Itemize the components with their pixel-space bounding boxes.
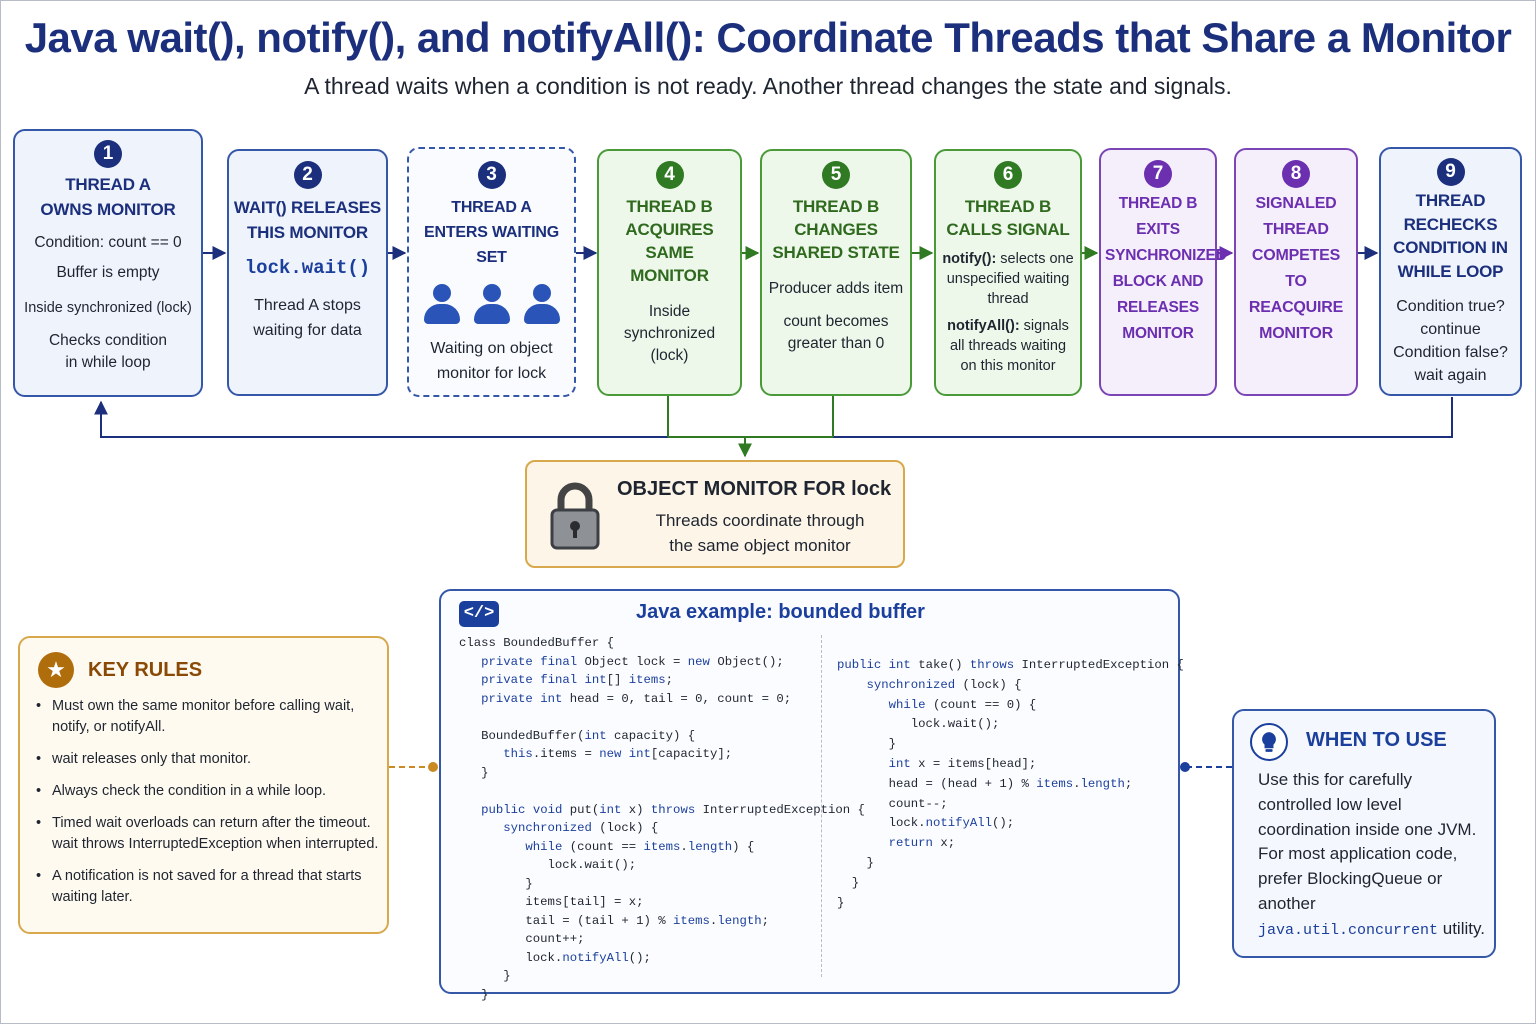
step-3-line-2: monitor for lock [436, 365, 547, 382]
code-example-panel: </> Java example: bounded buffer class B… [439, 589, 1184, 1002]
step-5-line-3: greater than 0 [787, 335, 885, 352]
step-1-sync: Inside synchronized (lock) [24, 300, 192, 316]
step-4-title: THREAD B [626, 197, 713, 216]
step-5-line-1: Producer adds item [768, 280, 904, 297]
step-6-notifyall: notifyAll(): signals all threads waiting… [947, 318, 1069, 374]
step-9-line-3: Condition false? [1393, 344, 1508, 361]
rule-item: Always check the condition in a while lo… [34, 781, 379, 802]
rule-item: A notification is not saved for a thread… [34, 866, 379, 908]
person-icon [473, 284, 510, 326]
loop-back-arrow [94, 397, 1453, 438]
waiting-threads-group [413, 284, 570, 326]
step-1-check: Checks condition [48, 332, 168, 349]
step-9-line-1: Condition true? [1396, 298, 1505, 315]
step-2-title: WAIT() RELEASES [233, 198, 382, 217]
step-1-condition: Condition: count == 0 [34, 234, 182, 251]
step-4-line-2: synchronized (lock) [623, 325, 716, 364]
key-rules-title: KEY RULES [88, 658, 203, 681]
step-1-title: THREAD A [65, 175, 151, 194]
code-example-title: Java example: bounded buffer [636, 601, 925, 623]
star-icon: ★ [38, 652, 74, 688]
page-subtitle: A thread waits when a condition is not r… [304, 73, 1232, 99]
code-icon: </> [459, 601, 499, 627]
rule-item: Must own the same monitor before calling… [34, 696, 379, 738]
page-title: Java wait(), notify(), and notifyAll(): … [24, 14, 1512, 61]
step-1-loop: in while loop [65, 354, 151, 371]
code-block-put: class BoundedBuffer { private final Obje… [459, 636, 865, 1002]
step-5-line-2: count becomes [783, 313, 889, 330]
step-6-notify: notify(): selects one unspecified waitin… [942, 251, 1074, 307]
code-divider [821, 635, 822, 977]
step-1-number: 1 [94, 140, 122, 168]
step-2-number: 2 [293, 161, 322, 189]
step-3-line-1: Waiting on object [430, 340, 553, 357]
step-9-line-2: continue [1420, 321, 1481, 338]
step-3-number: 3 [477, 161, 506, 189]
key-rules-panel: ★ KEY RULES Must own the same monitor be… [18, 636, 389, 934]
key-rules-list: Must own the same monitor before calling… [34, 696, 379, 919]
step-2-code: lock.wait() [244, 257, 371, 279]
rule-item: Timed wait overloads can return after th… [34, 813, 379, 855]
step-4-number: 4 [655, 161, 684, 189]
lock-icon [550, 482, 600, 550]
lightbulb-icon [1250, 723, 1288, 761]
step-2-line-1: Thread A stops [254, 297, 361, 314]
rule-item: wait releases only that monitor. [34, 749, 379, 770]
step-3-title: THREAD A [451, 199, 532, 216]
step-8-number: 8 [1282, 160, 1310, 188]
step-7-number: 7 [1144, 160, 1172, 188]
step-9-number: 9 [1436, 158, 1465, 186]
step-2-line-2: waiting for data [253, 322, 362, 339]
step-4-line-1: Inside [648, 303, 691, 320]
monitor-title: OBJECT MONITOR FOR lock [617, 478, 892, 500]
object-monitor-box: OBJECT MONITOR FOR lock Threads coordina… [525, 460, 905, 568]
code-block-take: public int take() throws InterruptedExce… [837, 658, 1184, 910]
when-to-use-text: Use this for carefully controlled low le… [1258, 770, 1485, 939]
step-6-number: 6 [994, 161, 1022, 189]
step-1-buffer: Buffer is empty [56, 264, 160, 281]
step-5-title: THREAD B [792, 197, 880, 216]
step-9-line-4: wait again [1414, 367, 1487, 384]
when-to-use-panel: WHEN TO USE Use this for carefully contr… [1232, 709, 1496, 958]
person-icon [423, 284, 460, 326]
step-5-number: 5 [822, 161, 850, 189]
step-6-title: THREAD B [964, 197, 1052, 216]
person-icon [523, 284, 560, 326]
when-to-use-title: WHEN TO USE [1306, 729, 1447, 751]
